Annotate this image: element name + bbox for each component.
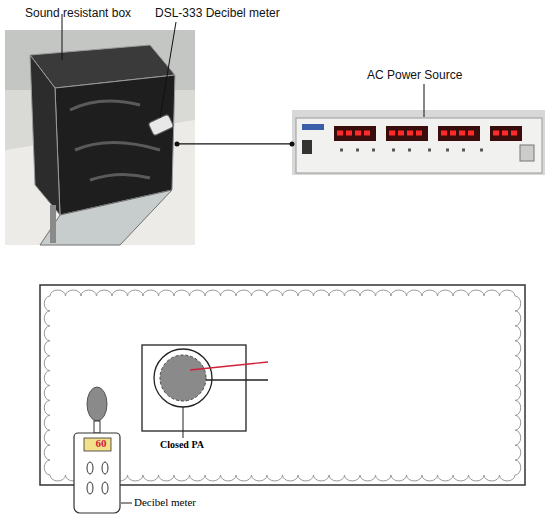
door-hinge [50,205,56,243]
speaker-rim [154,349,212,407]
speaker-cone [160,355,206,401]
led-digits [337,131,519,136]
decibel-meter-photo [148,114,174,136]
foam-texture [70,101,160,180]
meter-button [102,462,108,474]
node-label: AC Power Source [367,68,462,82]
speaker-mount [142,345,246,431]
photo-box: AC Power Source [292,110,545,175]
leader-line [424,84,425,117]
display-reading: 60 [87,437,115,449]
buttons [340,149,483,152]
photo-background [292,110,545,175]
connector-line [177,143,292,144]
power-switch [302,140,312,154]
meter-neck [94,421,100,433]
connector-dot [175,141,180,146]
red-wire [190,362,268,370]
meter-body [74,433,120,513]
photo-background [5,30,195,245]
meter-button [87,462,93,474]
leader-line [160,22,176,118]
node-label: DSL-333 Decibel meter [155,6,280,20]
logo [302,124,324,130]
part-label: Closed PA [160,439,204,450]
node-label: Sound resistant box [25,6,131,20]
part-label: Decibel meter [134,496,196,508]
leader-line [183,407,184,438]
power-source-body [296,118,542,173]
leader-line [121,503,132,504]
outlet [520,145,534,161]
box-side-face [30,55,60,215]
photo-box: Sound resistant boxDSL-333 Decibel meter [5,30,195,245]
meter-button [87,482,93,494]
connector-dot [290,141,295,146]
microphone [87,387,107,421]
meter-button [102,482,108,494]
black-wire [206,379,268,380]
leader-line [62,14,63,60]
open-door [40,190,172,245]
connector [175,141,295,146]
